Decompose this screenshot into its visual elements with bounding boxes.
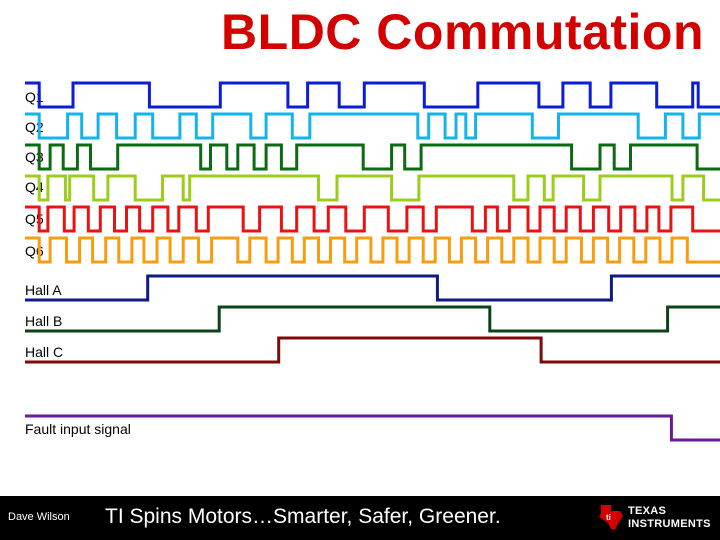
- signal-label-hall-a: Hall A: [25, 282, 62, 298]
- presenter-name: Dave Wilson: [8, 511, 70, 523]
- waveform-hall-b: [25, 305, 720, 333]
- texas-state-icon: ti: [599, 505, 623, 530]
- waveform-fault-input-signal: [25, 414, 720, 442]
- waveform-hall-a: [25, 274, 720, 302]
- waveform-q2: [25, 112, 720, 140]
- ti-logo: ti TEXAS INSTRUMENTS: [598, 502, 716, 534]
- signal-label-fault-input-signal: Fault input signal: [25, 421, 131, 437]
- footer-tagline: TI Spins Motors…Smarter, Safer, Greener.: [105, 505, 501, 528]
- logo-text-texas: TEXAS: [628, 505, 667, 517]
- signal-label-hall-c: Hall C: [25, 344, 64, 360]
- footer-bar: Dave Wilson TI Spins Motors…Smarter, Saf…: [0, 496, 720, 540]
- signal-label-hall-b: Hall B: [25, 313, 63, 329]
- logo-text-instruments: INSTRUMENTS: [628, 518, 711, 530]
- timing-diagram: [25, 81, 720, 442]
- waveform-q5: [25, 205, 720, 233]
- waveform-q3: [25, 143, 720, 171]
- waveform-hall-c: [25, 336, 720, 364]
- waveform-q1: [25, 81, 720, 109]
- waveform-q6: [25, 236, 720, 264]
- slide-title: BLDC Commutation: [221, 4, 704, 60]
- svg-text:ti: ti: [606, 513, 611, 522]
- waveform-q4: [25, 174, 720, 202]
